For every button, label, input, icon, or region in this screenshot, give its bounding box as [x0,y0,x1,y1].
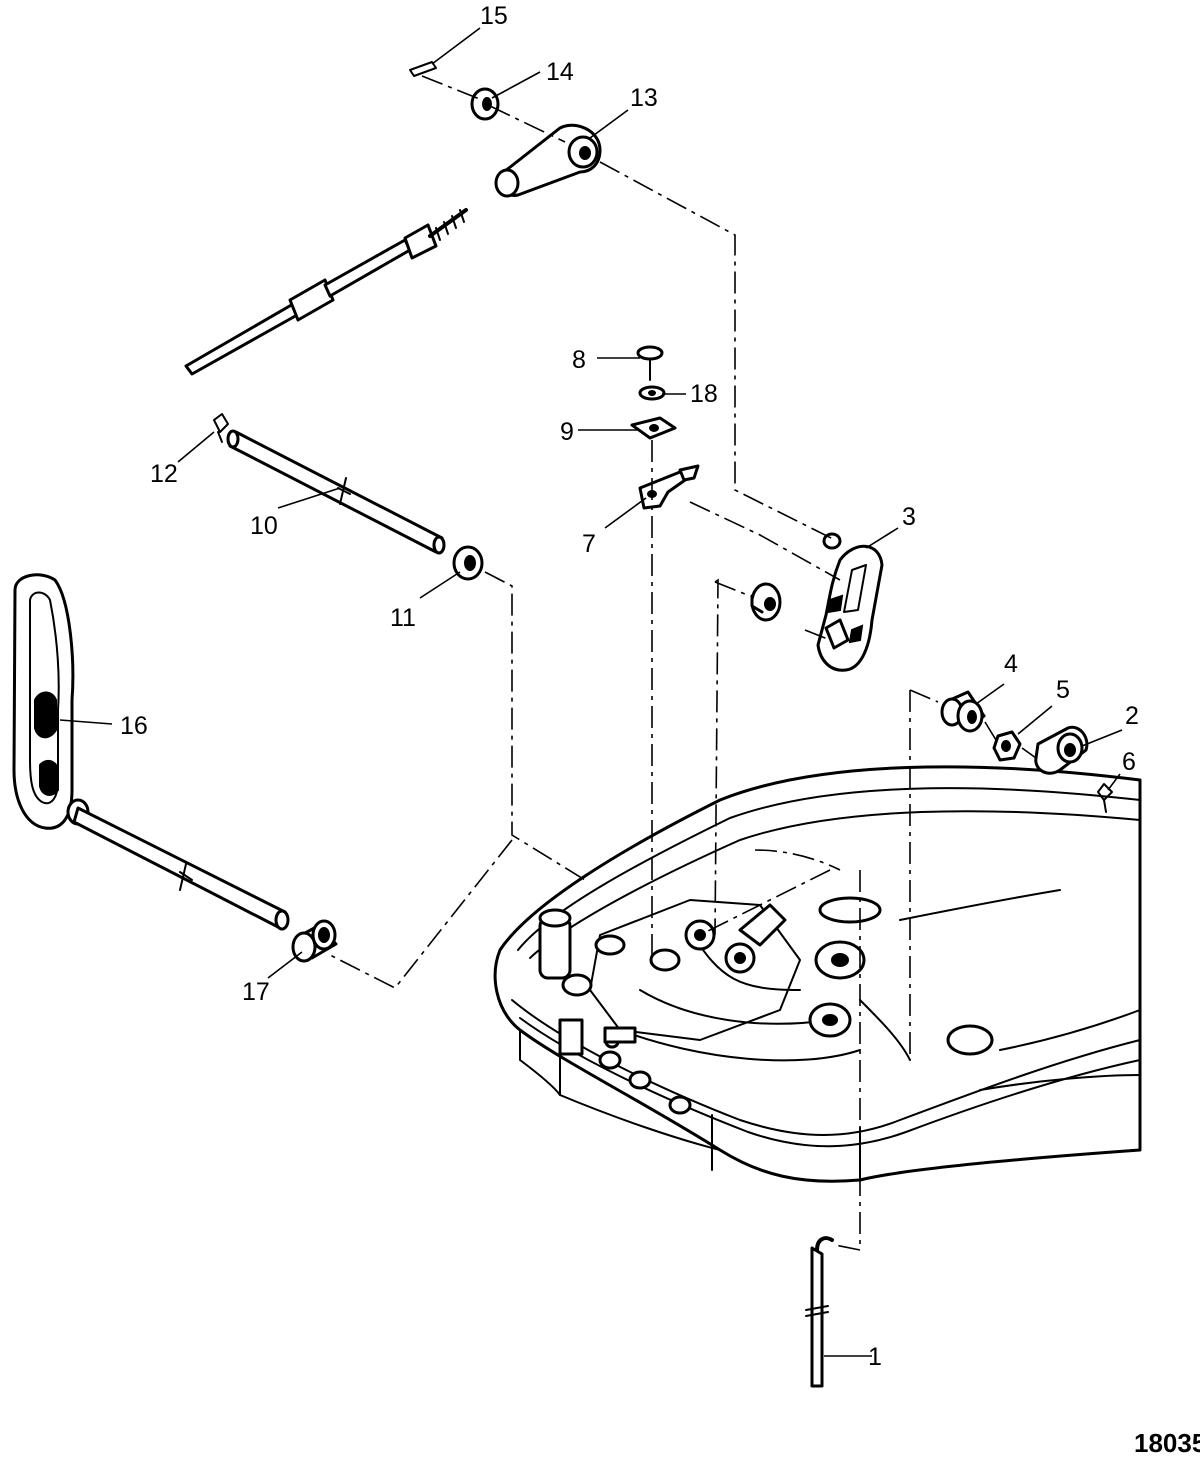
callout-9: 9 [560,418,574,446]
part-5-nut [992,730,1022,762]
callout-7: 7 [582,530,596,558]
part-4-bushing [940,690,986,733]
part-3-bushing [750,582,782,622]
part-3-lever [816,532,884,672]
callout-18: 18 [690,380,718,408]
part-8-screw [636,345,664,381]
callout-8: 8 [572,346,586,374]
leader-lines [59,27,1123,1357]
part-18-washer [638,385,666,401]
part-16-tiller-handle [12,573,90,830]
part-2-connector [1034,725,1089,775]
callout-1: 1 [868,1343,882,1371]
callout-12: 12 [150,460,178,488]
part-14-washer [470,87,500,121]
callout-15: 15 [480,2,508,30]
part-9-plate [630,416,677,440]
part-13-link-rod [494,123,602,198]
bottom-cowl-pan [493,765,1142,1183]
assembly-lines [329,75,1037,1251]
callout-17: 17 [242,978,270,1006]
callout-5: 5 [1056,676,1070,704]
part-10-shaft [226,429,446,555]
callout-2: 2 [1125,702,1139,730]
part-12-clip [213,413,229,443]
part-1-rod [805,1236,834,1388]
part-7-bracket [638,464,700,510]
part-16-handle-shaft [72,806,290,931]
callout-11: 11 [390,604,416,632]
part-6-clip [1097,783,1113,813]
throttle-cable [184,208,468,376]
callout-13: 13 [630,84,658,112]
callout-4: 4 [1004,650,1018,678]
callout-10: 10 [250,512,278,540]
part-17-bushing [291,919,338,963]
part-11-washer [452,545,484,581]
callout-labels: 1 2 3 4 5 6 7 8 9 10 11 12 13 14 15 16 1… [120,2,1200,1458]
figure-number: 18035 [1134,1428,1200,1458]
callout-16: 16 [120,712,148,740]
callout-6: 6 [1122,748,1136,776]
callout-14: 14 [546,58,574,86]
part-15-cotter-pin [409,61,437,77]
callout-3: 3 [902,503,916,531]
